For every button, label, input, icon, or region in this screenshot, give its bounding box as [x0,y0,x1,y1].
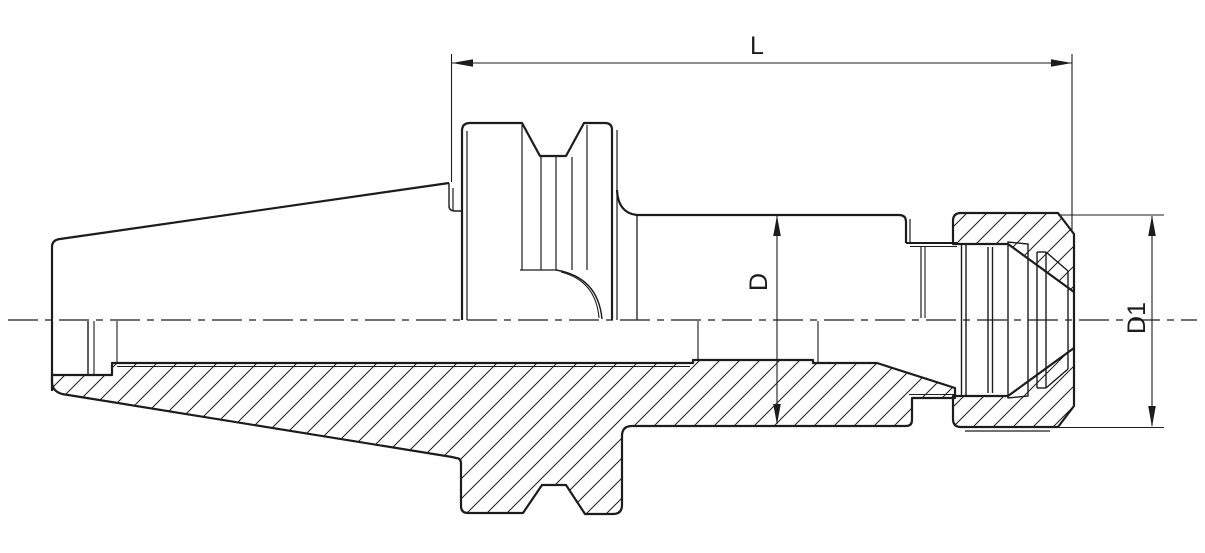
flange-drive-slot [555,269,603,320]
arrowhead-bottom [1148,406,1156,427]
nut-top-section [951,211,1076,294]
flange-v-groove [520,125,588,271]
dimension-label-body-diameter: D [745,273,773,291]
dimension-label-length: L [750,32,764,60]
arrowhead-top [773,215,781,236]
dimension-d: D [745,215,781,425]
dimension-d1: D1 [1035,214,1164,429]
taper-relief-groove [448,183,462,212]
cylindrical-body [615,189,908,243]
dimension-l: L [450,32,1073,230]
threaded-neck [906,242,957,396]
nut-bottom-section [951,346,1076,429]
bt-taper-shank [50,181,450,391]
section-hatch-body [50,358,957,516]
arrowhead-left [452,59,473,67]
arrowhead-right [1051,59,1072,67]
arrowhead-top [1148,215,1156,236]
arrowhead-bottom [773,404,781,425]
pull-stud-bore [87,321,819,375]
exterior-outline [50,121,957,396]
dimension-label-nut-diameter: D1 [1123,302,1151,334]
v-flange [460,121,614,320]
collet-nut [951,211,1076,432]
